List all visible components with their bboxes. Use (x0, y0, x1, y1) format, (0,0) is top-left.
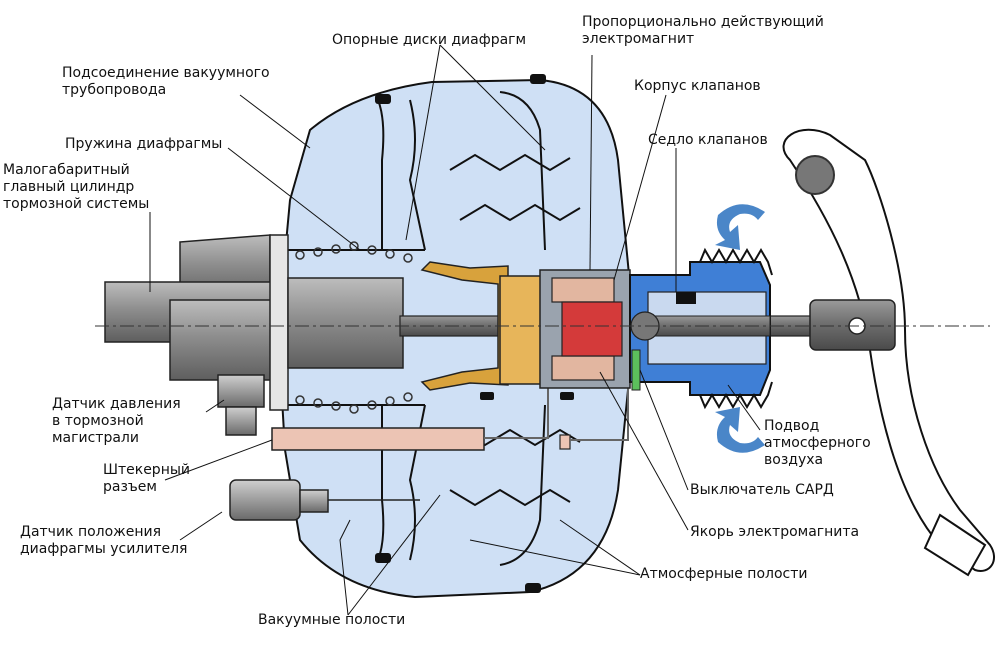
label-master-cylinder: Малогабаритный главный цилиндр тормозной… (3, 162, 149, 213)
pedal-pad (923, 513, 987, 577)
label-line: Датчик положения (20, 524, 162, 540)
label-diaphragm-position-sensor: Датчик положения диафрагмы усилителя (20, 524, 187, 558)
label-line: атмосферного (764, 435, 871, 451)
seals (375, 74, 574, 593)
electromagnet-armature (561, 301, 623, 357)
air-inlet-arrow-bottom (715, 407, 765, 453)
label-line: главный цилиндр (3, 179, 135, 195)
label-line: тормозной системы (3, 196, 150, 212)
valve-body (629, 261, 771, 396)
label-plug-connector: Штекерный разъем (103, 462, 190, 496)
label-atmospheric-air-inlet: Подвод атмосферного воздуха (764, 418, 871, 469)
label-diaphragm-support-discs: Опорные диски диафрагм (332, 32, 527, 48)
label-line: электромагнит (582, 31, 695, 47)
label-pressure-sensor: Датчик давления в тормозной магистрали (52, 396, 181, 447)
label-proportional-electromagnet: Пропорционально действующий электромагни… (582, 14, 824, 48)
air-inlet-arrow-top (715, 204, 765, 250)
diaphragm-position-sensor (229, 479, 420, 521)
label-line: Пропорционально действующий (582, 14, 824, 30)
label-vacuum-line-connection: Подсоединение вакуумного трубопровода (62, 65, 270, 99)
leader-lines (149, 44, 761, 616)
diaphragm-spring (295, 241, 413, 414)
label-vacuum-chambers: Вакуумные полости (258, 612, 406, 628)
label-line: Малогабаритный (3, 162, 130, 178)
label-sard-switch: Выключатель САРД (690, 482, 834, 498)
label-line: Подвод (764, 418, 820, 434)
label-valve-seat: Седло клапанов (648, 132, 768, 148)
label-valve-body: Корпус клапанов (634, 78, 761, 94)
pedal-pivot (795, 155, 835, 195)
proportional-electromagnet (539, 269, 631, 389)
label-line: в тормозной (52, 413, 144, 429)
brake-pedal (782, 128, 995, 577)
label-line: трубопровода (62, 82, 167, 98)
label-line: Штекерный (103, 462, 191, 478)
rubber-boot (699, 247, 773, 410)
label-line: Датчик давления (52, 396, 181, 412)
master-cylinder (104, 234, 404, 411)
label-electromagnet-armature: Якорь электромагнита (690, 524, 860, 540)
label-line: воздуха (764, 452, 824, 468)
air-flow-arrows (715, 204, 765, 453)
sard-switch (631, 349, 641, 391)
label-line: Подсоединение вакуумного (62, 65, 270, 81)
pressure-sensor (217, 374, 265, 436)
label-diaphragm-spring: Пружина диафрагмы (65, 136, 223, 152)
label-atmospheric-chambers: Атмосферные полости (640, 566, 808, 582)
label-line: разъем (103, 479, 157, 495)
label-line: диафрагмы усилителя (20, 541, 188, 557)
label-line: магистрали (52, 430, 139, 446)
